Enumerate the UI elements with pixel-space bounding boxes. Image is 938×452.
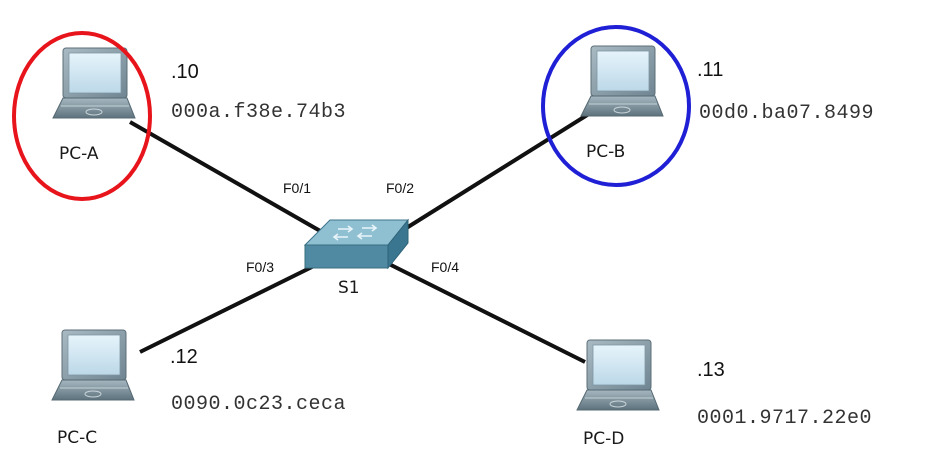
port-f0-4-label: F0/4 xyxy=(431,259,460,275)
pc-d-label: PC-D xyxy=(583,429,625,449)
pc-a-label: PC-A xyxy=(59,144,99,164)
pc-b-ip: .11 xyxy=(697,59,724,81)
link-pc-c-s1 xyxy=(139,260,323,354)
pc-d-ip: .13 xyxy=(697,359,725,381)
pc-b-laptop-icon[interactable] xyxy=(580,45,664,117)
link-pc-b-s1 xyxy=(398,110,594,234)
link-pc-a-s1 xyxy=(129,120,323,234)
port-f0-1-label: F0/1 xyxy=(283,180,312,196)
pc-a-laptop-icon[interactable] xyxy=(52,47,136,119)
pc-c-ip: .12 xyxy=(170,346,198,368)
pc-a-mac: 000a.f38e.74b3 xyxy=(171,101,347,124)
pc-c-mac: 0090.0c23.ceca xyxy=(171,393,347,416)
pc-d-mac: 0001.9717.22e0 xyxy=(697,407,873,430)
switch-s1-icon[interactable] xyxy=(303,218,410,270)
link-pc-d-s1 xyxy=(384,260,586,364)
pc-b-highlight-circle xyxy=(541,25,691,187)
port-f0-2-label: F0/2 xyxy=(386,180,415,196)
pc-a-ip: .10 xyxy=(171,61,199,83)
pc-b-mac: 00d0.ba07.8499 xyxy=(699,102,875,125)
port-f0-3-label: F0/3 xyxy=(246,259,275,275)
pc-c-label: PC-C xyxy=(57,428,98,448)
pc-d-laptop-icon[interactable] xyxy=(576,339,660,411)
pc-a-highlight-circle xyxy=(12,31,152,201)
pc-c-laptop-icon[interactable] xyxy=(51,329,135,401)
pc-b-label: PC-B xyxy=(586,142,626,162)
switch-s1-label: S1 xyxy=(338,278,360,298)
